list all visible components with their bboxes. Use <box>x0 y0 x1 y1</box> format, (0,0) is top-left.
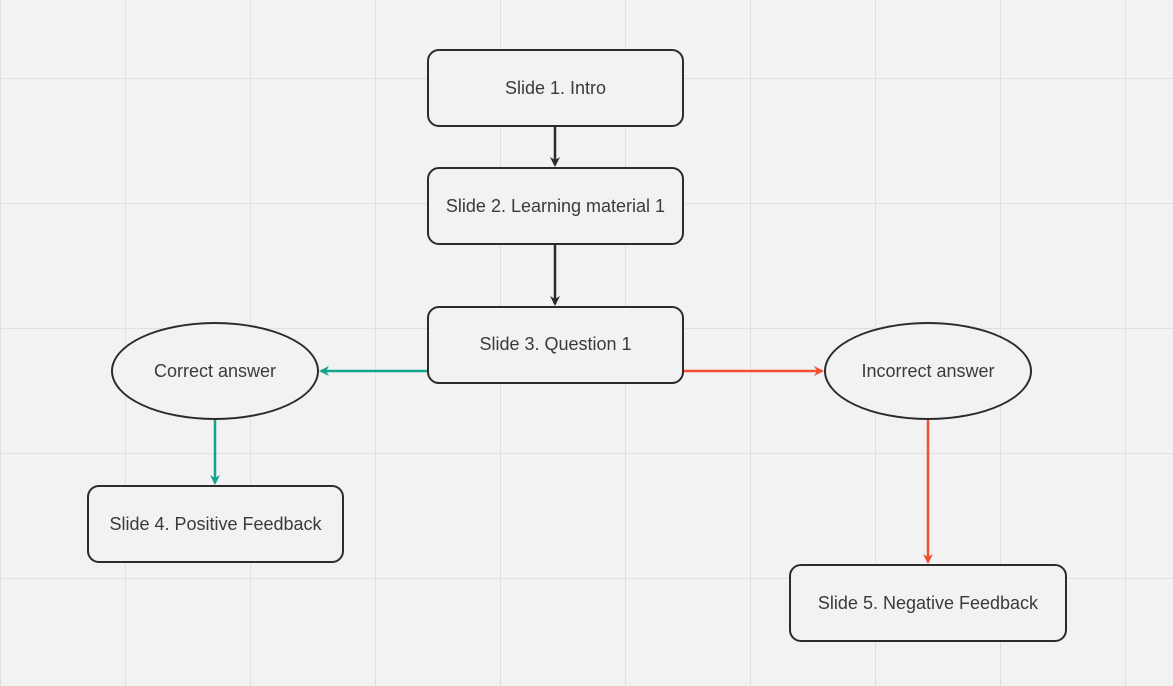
slide5-label: Slide 5. Negative Feedback <box>817 592 1039 613</box>
incorrect-answer-label: Incorrect answer <box>861 360 995 381</box>
slide4-label: Slide 4. Positive Feedback <box>109 513 322 534</box>
slide2-label: Slide 2. Learning material 1 <box>445 195 666 216</box>
slide1-node[interactable]: Slide 1. Intro <box>427 49 684 127</box>
slide4-node[interactable]: Slide 4. Positive Feedback <box>87 485 344 563</box>
slide3-node[interactable]: Slide 3. Question 1 <box>427 306 684 384</box>
slide2-node[interactable]: Slide 2. Learning material 1 <box>427 167 684 245</box>
slide5-node[interactable]: Slide 5. Negative Feedback <box>789 564 1067 642</box>
incorrect-answer-node[interactable]: Incorrect answer <box>824 322 1032 420</box>
slide1-label: Slide 1. Intro <box>504 77 607 98</box>
correct-answer-label: Correct answer <box>153 360 277 381</box>
correct-answer-node[interactable]: Correct answer <box>111 322 319 420</box>
slide3-label: Slide 3. Question 1 <box>479 334 632 354</box>
